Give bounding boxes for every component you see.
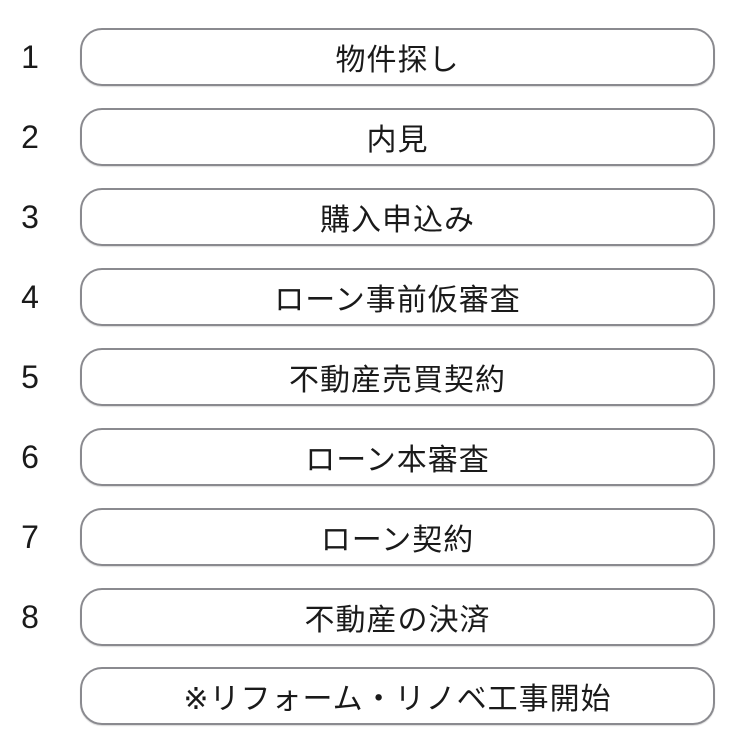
step-row-2: 2 内見 (0, 108, 733, 166)
step-box: ローン本審査 (80, 428, 715, 486)
step-number: 5 (21, 359, 39, 395)
step-box: 不動産売買契約 (80, 348, 715, 406)
step-number: 2 (21, 119, 39, 155)
step-box: 購入申込み (80, 188, 715, 246)
step-number: 6 (21, 439, 39, 475)
step-row-7: 7 ローン契約 (0, 508, 733, 566)
step-row-6: 6 ローン本審査 (0, 428, 733, 486)
step-box: ローン契約 (80, 508, 715, 566)
note-box: ※リフォーム・リノベ工事開始 (80, 667, 715, 725)
step-row-8: 8 不動産の決済 (0, 588, 733, 646)
step-row-note: ※リフォーム・リノベ工事開始 (0, 667, 733, 725)
step-number (14, 667, 46, 725)
step-row-4: 4 ローン事前仮審査 (0, 268, 733, 326)
step-number: 8 (21, 599, 39, 635)
step-number: 3 (21, 199, 39, 235)
step-box: ローン事前仮審査 (80, 268, 715, 326)
step-box: 内見 (80, 108, 715, 166)
step-box: 不動産の決済 (80, 588, 715, 646)
step-number: 4 (21, 279, 39, 315)
step-box: 物件探し (80, 28, 715, 86)
step-row-3: 3 購入申込み (0, 188, 733, 246)
step-row-1: 1 物件探し (0, 28, 733, 86)
step-number: 1 (21, 39, 39, 75)
step-number: 7 (21, 519, 39, 555)
step-row-5: 5 不動産売買契約 (0, 348, 733, 406)
